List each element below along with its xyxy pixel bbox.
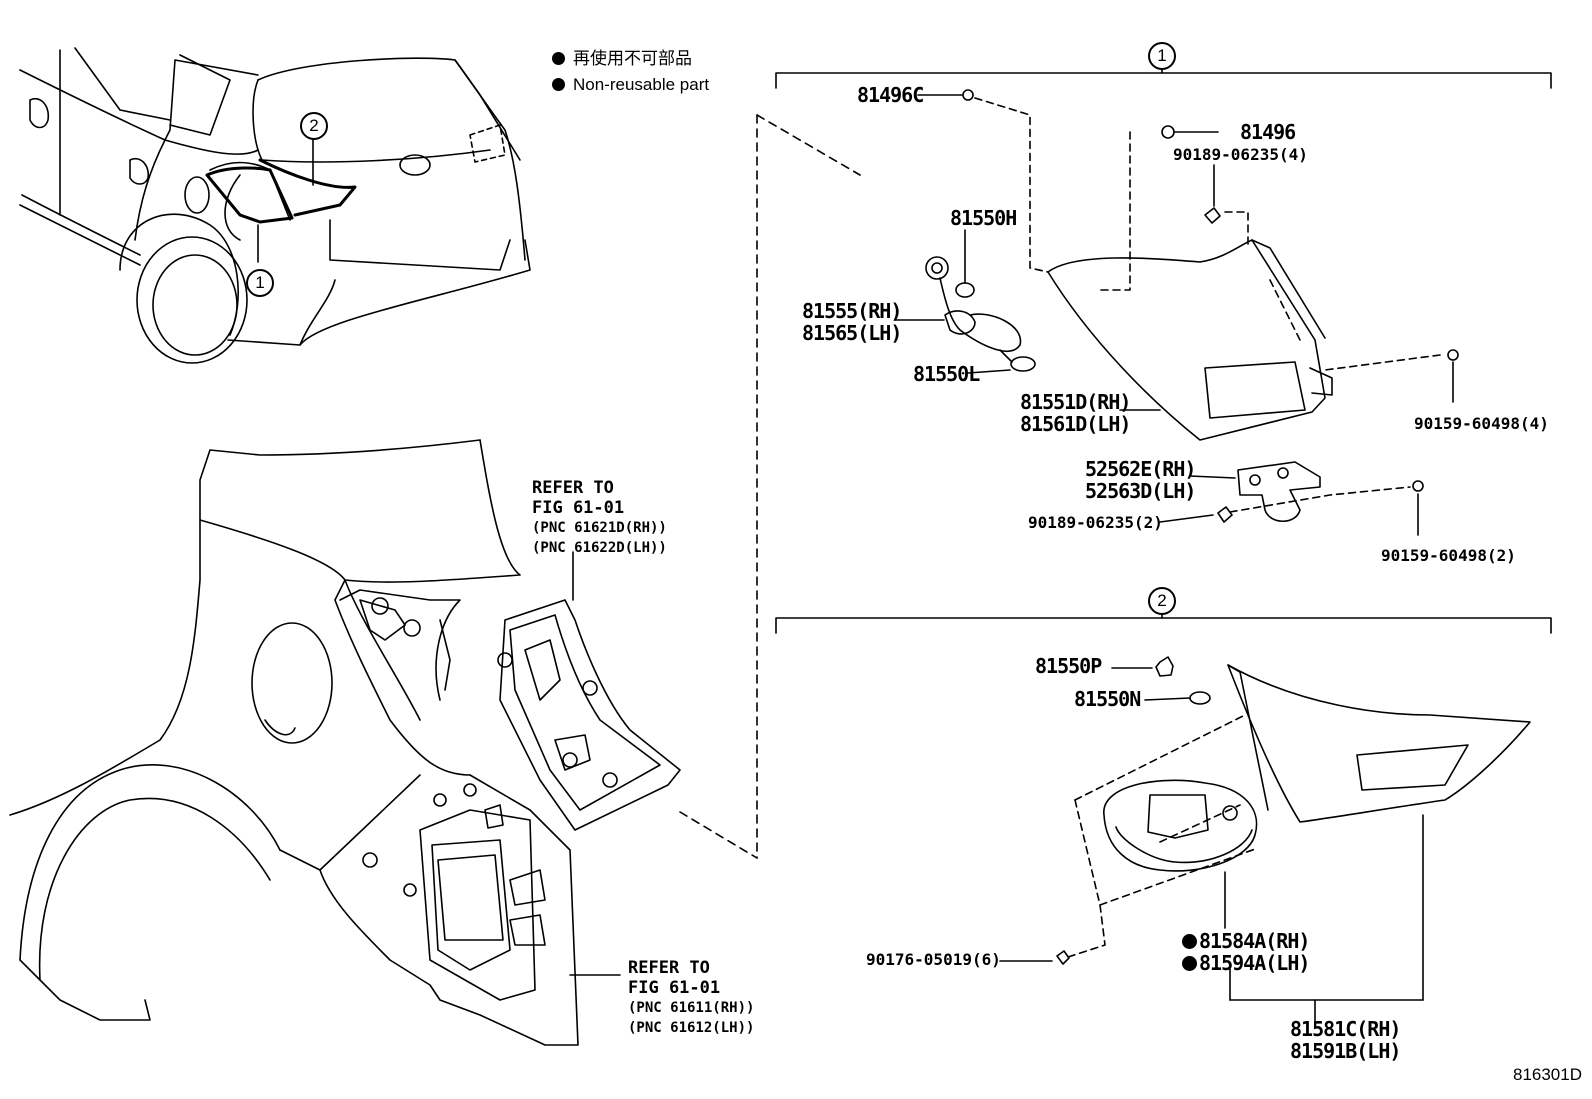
part-81594A[interactable]: 81594A(LH) [1182,951,1310,975]
part-90189-06235-2[interactable]: 90189-06235(2) [1028,513,1163,532]
part-90159-60498-4[interactable]: 90159-60498(4) [1414,414,1549,433]
part-81561D[interactable]: 81561D(LH) [1020,412,1131,436]
legend-row-jp: 再使用不可部品 [552,46,709,72]
refer-top-line3: (PNC 61621D(RH)) [532,520,667,536]
car-marker-2: 2 [300,112,328,140]
non-reusable-bullet-icon [1182,934,1197,949]
section-2-leaders [999,667,1424,1023]
refer-note-top[interactable]: REFER TO FIG 61-01 (PNC 61621D(RH)) (PNC… [532,478,667,558]
part-81555[interactable]: 81555(RH) [802,299,902,323]
part-81584A-label: 81584A(RH) [1199,929,1310,953]
car-marker-1: 1 [246,269,274,297]
refer-top-line1: REFER TO [532,478,614,498]
part-81550L[interactable]: 81550L [913,362,980,386]
refer-bottom-line3: (PNC 61611(RH)) [628,1000,755,1016]
section-1-dash [974,97,1441,513]
legend-text-jp: 再使用不可部品 [573,49,692,68]
refer-top-line2: FIG 61-01 [532,498,625,518]
part-90176-05019-6[interactable]: 90176-05019(6) [866,950,1001,969]
legend-text-en: Non-reusable part [573,75,710,94]
part-81496C[interactable]: 81496C [857,83,924,107]
part-52563D[interactable]: 52563D(LH) [1085,479,1196,503]
figure-id: 816301D [1512,1065,1582,1084]
car-rear-illustration [19,47,531,364]
refer-bottom-line1: REFER TO [628,958,710,978]
part-90159-60498-2[interactable]: 90159-60498(2) [1381,546,1516,565]
part-81584A[interactable]: 81584A(RH) [1182,929,1310,953]
part-81496[interactable]: 81496 [1240,120,1296,144]
section-1-marker: 1 [1148,42,1176,70]
part-81594A-label: 81594A(LH) [1199,951,1310,975]
part-81550H[interactable]: 81550H [950,206,1017,230]
part-81550N[interactable]: 81550N [1074,687,1141,711]
projection-lines [679,114,861,859]
refer-bottom-line2: FIG 61-01 [628,978,721,998]
refer-bottom-line4: (PNC 61612(LH)) [628,1020,755,1036]
quarter-panel-illustration [9,439,681,1046]
part-90189-06235-4[interactable]: 90189-06235(4) [1173,145,1308,164]
section-1-drawing [925,89,1459,523]
bullet-icon [552,52,565,65]
part-81551D[interactable]: 81551D(RH) [1020,390,1131,414]
section-2-drawing [1056,656,1531,965]
part-81565[interactable]: 81565(LH) [802,321,902,345]
refer-top-line4: (PNC 61622D(LH)) [532,540,667,556]
legend-row-en: Non-reusable part [552,72,709,98]
part-81581C[interactable]: 81581C(RH) [1290,1017,1401,1041]
legend: 再使用不可部品 Non-reusable part [552,46,709,98]
part-81591B[interactable]: 81591B(LH) [1290,1039,1401,1063]
section-2-marker: 2 [1148,587,1176,615]
section-1-leaders [894,94,1454,536]
non-reusable-bullet-icon [1182,956,1197,971]
part-52562E[interactable]: 52562E(RH) [1085,457,1196,481]
part-81550P[interactable]: 81550P [1035,654,1102,678]
section-2-dash [1064,714,1259,959]
bullet-icon [552,78,565,91]
refer-note-bottom[interactable]: REFER TO FIG 61-01 (PNC 61611(RH)) (PNC … [628,958,754,1038]
